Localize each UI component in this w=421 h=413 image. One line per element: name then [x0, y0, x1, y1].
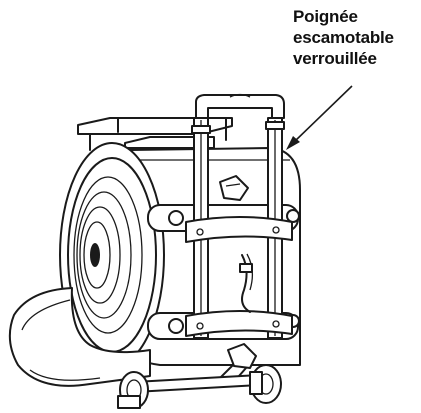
handle-clamp-upper	[185, 216, 293, 243]
wheel-right	[249, 364, 282, 404]
handle-grip[interactable]	[195, 93, 285, 119]
wheel-left	[117, 371, 149, 409]
discharge-duct	[8, 287, 151, 387]
power-cord	[239, 253, 254, 313]
intake-face	[59, 142, 165, 368]
callout-line-3: verrouillée	[293, 49, 377, 68]
callout-arrow	[286, 85, 353, 150]
handle-clamp-lower	[185, 310, 293, 337]
wheel-strut	[215, 343, 257, 385]
locking-knob[interactable]	[219, 175, 249, 201]
callout-line-1: Poignée	[293, 7, 358, 26]
callout-label: Poignée escamotable verrouillée	[293, 6, 418, 69]
callout-line-2: escamotable	[293, 28, 394, 47]
